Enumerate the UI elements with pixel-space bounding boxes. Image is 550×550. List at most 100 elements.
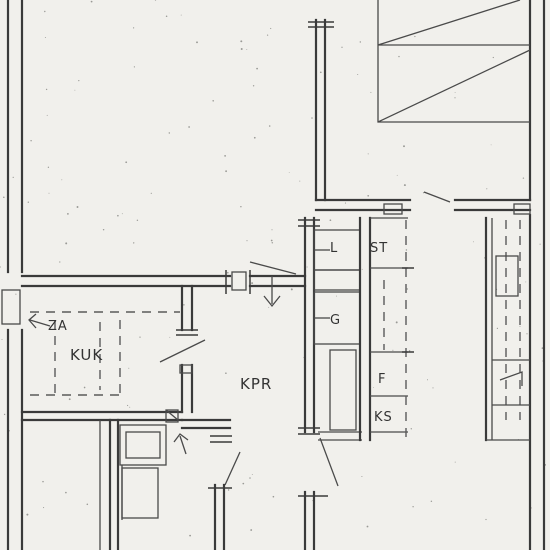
paper-speck xyxy=(139,336,141,338)
paper-speck xyxy=(268,125,271,127)
paper-speck xyxy=(396,174,398,176)
paper-speck xyxy=(266,34,269,36)
paper-speck xyxy=(27,201,29,203)
fixture-label-ks: KS xyxy=(374,410,393,425)
paper-speck xyxy=(341,46,343,48)
paper-speck xyxy=(299,180,301,182)
paper-speck xyxy=(367,153,369,155)
paper-speck xyxy=(251,473,253,475)
hall-door-jamb xyxy=(180,418,241,550)
paper-speck xyxy=(519,325,521,327)
fixture-label-g: G xyxy=(330,313,341,328)
paper-speck xyxy=(168,132,171,134)
paper-speck xyxy=(225,372,227,374)
paper-speck xyxy=(454,91,456,93)
paper-speck xyxy=(454,461,456,463)
paper-speck xyxy=(150,192,152,194)
paper-speck xyxy=(361,475,363,478)
paper-speck xyxy=(405,249,408,251)
staircase xyxy=(377,0,531,123)
paper-speck xyxy=(290,288,293,291)
paper-speck xyxy=(129,406,131,408)
paper-speck xyxy=(44,36,46,39)
paper-speck xyxy=(240,205,242,208)
paper-speck xyxy=(212,100,214,102)
paper-speck xyxy=(68,398,71,401)
right-exterior-wall xyxy=(528,0,546,550)
paper-speck xyxy=(403,145,405,148)
paper-speck xyxy=(240,48,243,50)
arrow-za xyxy=(28,313,51,329)
paper-speck xyxy=(525,281,527,283)
paper-speck xyxy=(367,194,370,197)
paper-speck xyxy=(196,41,198,44)
paper-speck xyxy=(127,404,129,407)
paper-speck xyxy=(319,71,322,74)
kitchen-counter-outline xyxy=(30,311,180,400)
paper-speck xyxy=(117,214,119,217)
paper-speck xyxy=(154,0,157,1)
paper-speck xyxy=(133,242,135,244)
paper-speck xyxy=(43,507,45,509)
fixture-label-l: L xyxy=(330,241,338,256)
paper-speck xyxy=(61,179,63,181)
paper-speck xyxy=(86,503,89,506)
paper-speck xyxy=(485,518,487,521)
paper-speck xyxy=(12,176,14,179)
paper-speck xyxy=(250,529,253,531)
paper-speck xyxy=(67,213,69,215)
paper-speck xyxy=(373,387,374,389)
paper-speck xyxy=(361,268,363,270)
paper-speck xyxy=(169,336,171,338)
paper-speck xyxy=(454,97,456,99)
paper-speck xyxy=(395,321,398,324)
arrow-kpr-entry xyxy=(249,261,297,308)
paper-speck xyxy=(271,242,274,244)
paper-speck xyxy=(246,240,248,242)
paper-speck xyxy=(412,506,414,508)
paper-speck xyxy=(359,41,361,43)
paper-speck xyxy=(311,117,313,119)
room-label-kpr: KPR xyxy=(240,375,272,393)
paper-speck xyxy=(246,48,248,50)
fixture-label-f: F xyxy=(378,372,386,387)
paper-speck xyxy=(256,67,258,70)
paper-speck xyxy=(492,56,494,59)
paper-speck xyxy=(48,192,50,194)
paper-speck xyxy=(128,367,130,369)
paper-speck xyxy=(253,136,256,139)
paper-speck xyxy=(414,35,416,38)
fixture-label-st: ST xyxy=(370,241,388,256)
paper-speck xyxy=(270,27,272,30)
paper-speck xyxy=(102,228,105,231)
paper-speck xyxy=(422,192,425,194)
paper-speck xyxy=(526,333,528,335)
paper-speck xyxy=(539,243,541,245)
paper-speck xyxy=(0,266,1,268)
paper-speck xyxy=(251,282,254,285)
paper-speck xyxy=(252,85,255,87)
paper-speck xyxy=(288,172,290,174)
paper-speck xyxy=(398,55,400,58)
paper-speck xyxy=(189,534,191,537)
paper-speck xyxy=(366,525,369,528)
paper-speck xyxy=(249,477,251,479)
paper-speck xyxy=(3,196,5,198)
paper-speck xyxy=(522,177,525,179)
paper-speck xyxy=(357,73,359,76)
paper-texture xyxy=(0,0,547,537)
paper-speck xyxy=(426,379,429,381)
paper-speck xyxy=(403,184,406,187)
paper-speck xyxy=(392,349,394,351)
kitchen-partition xyxy=(20,284,206,550)
paper-speck xyxy=(370,91,372,93)
paper-speck xyxy=(227,489,230,491)
paper-speck xyxy=(242,482,245,485)
paper-speck xyxy=(311,500,313,502)
paper-speck xyxy=(430,500,433,503)
central-wall-top xyxy=(308,18,532,215)
paper-speck xyxy=(188,126,190,128)
paper-speck xyxy=(306,266,308,268)
paper-speck xyxy=(268,306,270,308)
